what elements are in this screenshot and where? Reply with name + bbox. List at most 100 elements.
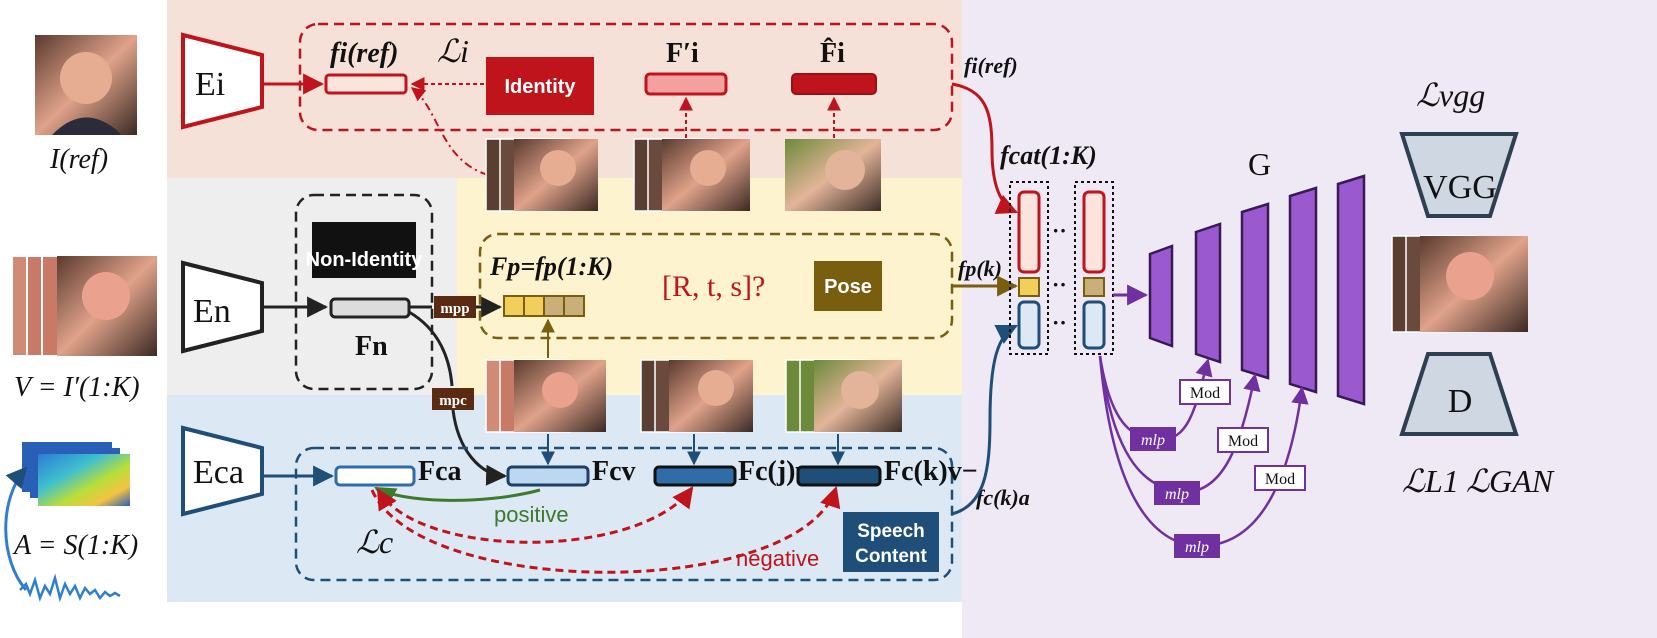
identity-loss-label: ℒi (437, 33, 469, 69)
identity-tag (486, 57, 594, 115)
identity-face-stack-2 (633, 138, 750, 212)
audio-loop-arrow (4, 466, 28, 591)
content-to-concat-arrow (951, 324, 1018, 516)
mp-content-label: mpc (439, 393, 467, 409)
mpc-to-fcv-curve (451, 409, 508, 486)
concat-in-pose: fp(k) (958, 256, 1002, 281)
pose-tag-label: Pose (824, 276, 872, 298)
concat-in-content: fc(k)a (976, 485, 1030, 510)
fcv-label: Fcv (592, 456, 636, 487)
speech-content-tag (843, 512, 939, 572)
video-frames (11, 255, 157, 357)
fck-neg-label: Fc(k)v− (884, 456, 978, 487)
vgg-label: VGG (1423, 169, 1497, 206)
mod-block-1 (1179, 379, 1231, 405)
vgg-loss-label: ℒvgg (1416, 77, 1485, 113)
concat-content-cell-2 (1082, 300, 1106, 350)
f-prime-label: F′i (666, 38, 699, 69)
video-label: V = I′(1:K) (14, 372, 140, 403)
fcj-neg-feature (653, 465, 737, 487)
positive-label: positive (494, 502, 569, 527)
concat-identity-cell-1 (1017, 190, 1041, 274)
content-face-stack-1 (485, 359, 606, 433)
identity-face-other (785, 139, 881, 211)
fcv-feature (506, 465, 590, 487)
f-prime-feature (644, 72, 728, 96)
identity-encoder-label: Ei (195, 66, 225, 103)
spectrogram-icon (38, 454, 130, 506)
waveform-icon (19, 573, 121, 603)
l1-loss-label: ℒL1 (1402, 463, 1459, 499)
concat-title: fcat(1:K) (1000, 141, 1097, 170)
pose-question: [R, t, s]? (662, 270, 765, 303)
gen-layer-3 (1240, 202, 1270, 380)
mlp-label-3: mlp (1185, 539, 1209, 556)
speech-tag-line1: Speech (857, 521, 925, 542)
mod-block-3 (1254, 465, 1306, 491)
identity-to-concat-arrow (951, 82, 1018, 215)
mp-pose-block (434, 296, 476, 318)
fca-feature (334, 465, 416, 487)
mod-label-1: Mod (1190, 385, 1220, 402)
non-identity-tag (312, 222, 416, 278)
mp-content-block (432, 388, 474, 410)
gen-layer-1 (1148, 244, 1174, 348)
fn-to-mpc-curve (408, 310, 454, 387)
mod-label-2: Mod (1228, 433, 1258, 450)
gen-layer-5 (1336, 174, 1366, 406)
reference-image (35, 35, 137, 135)
discriminator-block (1399, 352, 1519, 436)
generator-layers (1148, 174, 1366, 406)
ref-image-label: I(ref) (49, 144, 108, 175)
concat-dots-3: ·· (1052, 310, 1067, 335)
concat-identity-cell-2 (1082, 190, 1106, 274)
content-face-stack-3 (785, 359, 902, 433)
concat-in-identity: fi(ref) (964, 53, 1018, 78)
content-face-stack-2 (640, 359, 753, 433)
fn-feature (329, 297, 411, 319)
speech-tag-line2: Content (855, 546, 927, 567)
concat-dots-2: ·· (1052, 272, 1067, 297)
audio-label: A = S(1:K) (12, 530, 138, 561)
content-loss-label: ℒc (356, 524, 393, 560)
mp-pose-label: mpp (440, 301, 469, 317)
spectrogram (22, 442, 130, 506)
non-identity-dashed-box (294, 193, 434, 391)
pose-feature-label: Fp=fp(1:K) (489, 252, 613, 281)
mlp-label-2: mlp (1165, 486, 1189, 503)
mlp-block-3 (1174, 534, 1220, 558)
content-encoder-label: Eca (193, 454, 244, 491)
gen-layer-2 (1194, 222, 1222, 364)
mlp-block-1 (1130, 427, 1176, 451)
gan-loss-label: ℒGAN (1466, 463, 1555, 499)
gen-layer-4 (1288, 186, 1318, 394)
mod-label-3: Mod (1265, 471, 1295, 488)
fck-neg-feature (796, 465, 882, 487)
f-hat-label: F̂i (820, 38, 845, 69)
generator-label: G (1248, 146, 1271, 182)
pose-tag (814, 261, 882, 311)
f-ref-label: fi(ref) (330, 38, 398, 69)
fca-label: Fca (418, 456, 462, 487)
pose-feature-cells (503, 295, 585, 317)
discriminator-label: D (1448, 383, 1473, 420)
identity-encoder: Ei (181, 32, 264, 130)
non-identity-encoder: En (181, 260, 264, 354)
mlp-label-1: mlp (1141, 432, 1165, 449)
mod-block-2 (1217, 427, 1269, 453)
f-hat-feature (791, 73, 877, 95)
concat-pose-cell-2 (1083, 277, 1105, 297)
concat-column-2 (1074, 181, 1114, 355)
non-identity-tag-label: Non-Identity (306, 249, 424, 271)
concat-content-cell-1 (1017, 300, 1041, 350)
concat-dots-1: ·· (1052, 218, 1067, 243)
fn-label: Fn (355, 331, 388, 362)
vgg-block (1399, 132, 1519, 218)
f-ref-feature (324, 73, 408, 95)
identity-face-stack-1 (485, 138, 598, 212)
concat-column-1 (1009, 181, 1049, 355)
identity-dashed-box (298, 22, 954, 132)
negative-label: negative (736, 546, 819, 571)
non-identity-encoder-label: En (193, 293, 231, 330)
